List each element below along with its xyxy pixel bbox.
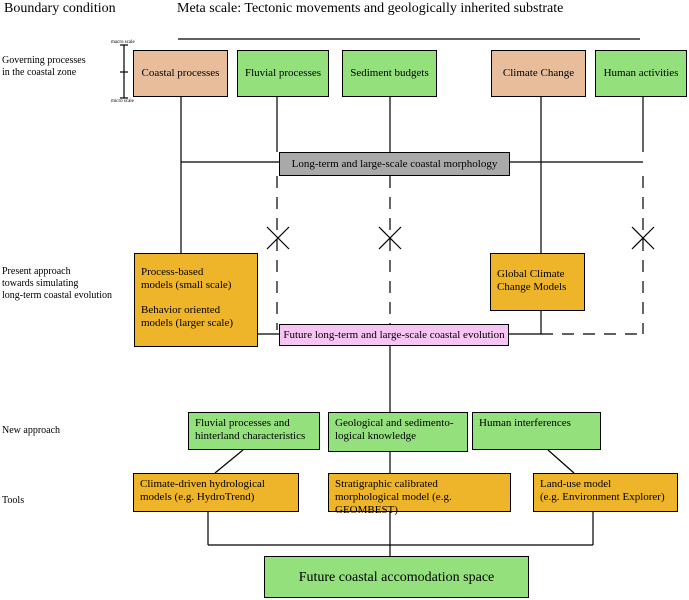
human-activities-box: Human activities (595, 50, 687, 97)
meta-scale-title: Meta scale: Tectonic movements and geolo… (177, 1, 564, 16)
coastal-processes-box: Coastal processes (133, 50, 228, 97)
land-use-model-box: Land-use model (e.g. Environment Explore… (533, 473, 678, 512)
process-based-models-text: Process-based models (small scale) (141, 266, 232, 291)
row-label-tools: Tools (2, 495, 25, 506)
coastal-morphology-bar: Long-term and large-scale coastal morpho… (279, 152, 510, 176)
row-label-governing: Governing processes in the coastal zone (2, 55, 86, 78)
row-label-new-approach: New approach (2, 425, 61, 436)
macro-scale-label: macro scale (111, 40, 135, 45)
hydrotrend-box: Climate-driven hydrological models (e.g.… (133, 473, 299, 512)
climate-change-box: Climate Change (491, 50, 586, 97)
global-climate-models-box: Global Climate Change Models (490, 253, 585, 311)
geological-knowledge-box: Geological and sedimento- logical knowle… (328, 412, 468, 452)
fluvial-processes-box: Fluvial processes (237, 50, 329, 97)
process-behavior-models-box: Process-based models (small scale) Behav… (134, 253, 258, 347)
fluvial-hinterland-box: Fluvial processes and hinterland charact… (188, 412, 320, 450)
row-label-present: Present approach towards simulating long… (2, 266, 112, 301)
geombest-box: Stratigraphic calibrated morphological m… (328, 473, 511, 516)
sediment-budgets-box: Sediment budgets (342, 50, 437, 97)
human-interferences-box: Human interferences (472, 412, 601, 450)
accommodation-space-box: Future coastal accomodation space (264, 556, 529, 598)
boundary-condition-title: Boundary condition (4, 1, 116, 16)
behavior-oriented-models-text: Behavior oriented models (larger scale) (141, 304, 234, 329)
micro-scale-label: micro scale (111, 99, 134, 104)
future-evolution-box: Future long-term and large-scale coastal… (279, 324, 509, 346)
